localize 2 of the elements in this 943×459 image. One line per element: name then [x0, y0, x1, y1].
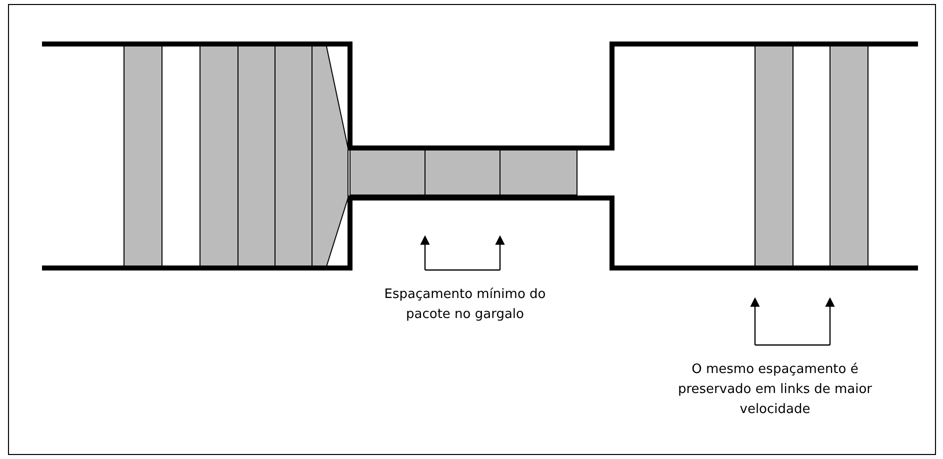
annotation-text: Espaçamento mínimo do pacote no gargalo: [383, 286, 547, 324]
annotation-text: O mesmo espaçamento é preservado em links de maior velocidade: [676, 361, 874, 419]
